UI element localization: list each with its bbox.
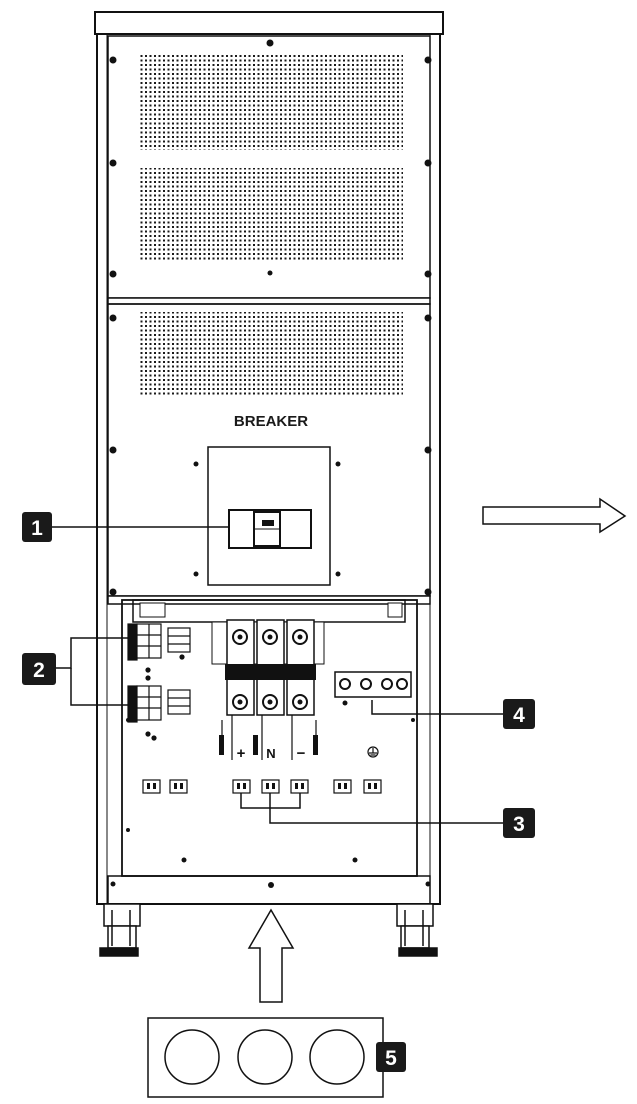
cable-entry-plate xyxy=(147,1017,384,1098)
callout-4: 4 xyxy=(503,699,535,729)
vent-grille-middle xyxy=(138,168,403,260)
airflow-out-arrow-icon xyxy=(482,497,627,534)
svg-text:4: 4 xyxy=(513,704,525,727)
power-terminals: + N − xyxy=(211,619,325,762)
signal-terminal-blocks xyxy=(127,623,191,741)
upper-vent-panel xyxy=(107,35,431,299)
svg-text:2: 2 xyxy=(33,659,45,682)
callout-3: 3 xyxy=(503,808,535,838)
ground-bar xyxy=(334,671,412,758)
callout-2: 2 xyxy=(22,653,56,685)
breaker-panel: BREAKER xyxy=(107,303,431,597)
vent-grille-top xyxy=(138,55,403,150)
svg-text:1: 1 xyxy=(31,517,43,540)
terminal-plus-label: + xyxy=(237,745,246,762)
panel-screws xyxy=(109,39,432,596)
terminal-minus-label: − xyxy=(297,745,306,762)
breaker-label: BREAKER xyxy=(234,413,308,430)
callout-5: 5 xyxy=(376,1042,406,1072)
ground-symbol-icon xyxy=(367,746,379,758)
caster-right xyxy=(396,903,438,957)
caster-left xyxy=(99,903,141,957)
terminal-n-label: N xyxy=(266,746,275,761)
svg-text:3: 3 xyxy=(513,813,525,836)
vent-grille-lower xyxy=(138,312,403,397)
cable-entry-arrow-icon xyxy=(247,908,295,1003)
callout-leaders xyxy=(52,526,503,824)
svg-text:5: 5 xyxy=(385,1047,397,1070)
callout-1: 1 xyxy=(22,512,52,542)
